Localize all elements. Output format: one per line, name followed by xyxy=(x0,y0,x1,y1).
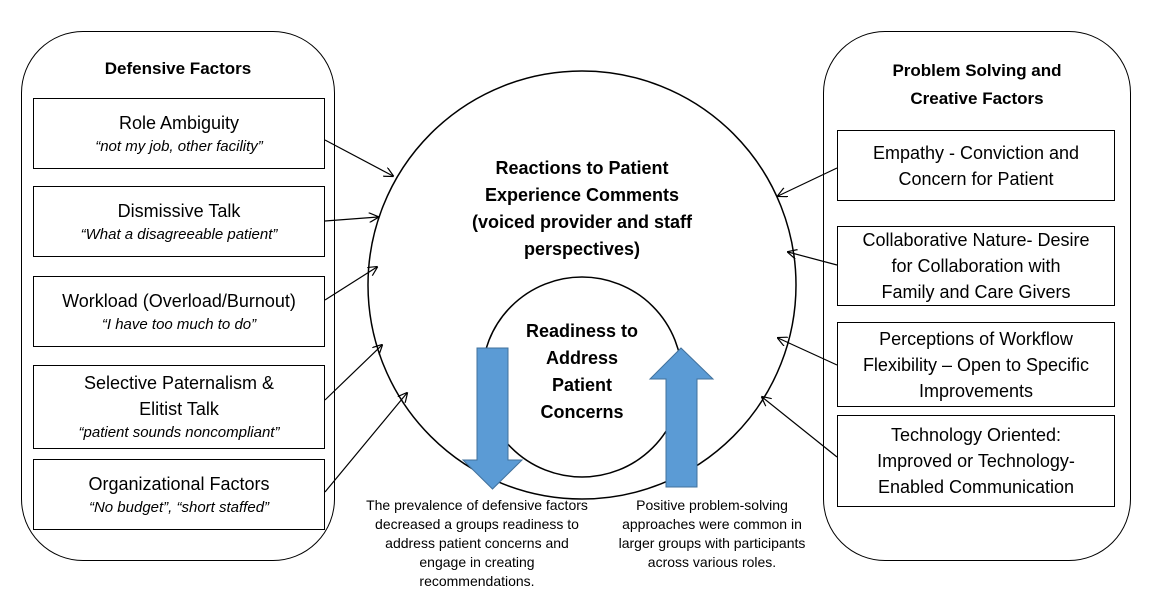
inner-circle-line1: Readiness to xyxy=(525,321,639,341)
connector-collaborative xyxy=(788,252,838,266)
workflow-line3: Improvements xyxy=(918,380,1034,401)
collaborative-line1: Collaborative Nature- Desire xyxy=(862,230,1090,250)
up-arrow-caption: Positive problem-solving approaches were… xyxy=(597,496,827,572)
inner-circle-line4: Concerns xyxy=(540,402,624,422)
outer-circle-label: Reactions to Patient Experience Comments… xyxy=(432,155,732,263)
up-caption-line1: Positive problem-solving xyxy=(636,497,788,513)
collaborative-nature-box: Collaborative Nature- Desire for Collabo… xyxy=(837,226,1115,306)
dismissive-talk-title: Dismissive Talk xyxy=(117,200,241,221)
up-arrow xyxy=(648,347,715,488)
selective-paternalism-box: Selective Paternalism & Elitist Talk “pa… xyxy=(33,365,325,449)
connector-technology xyxy=(762,397,838,458)
selective-paternalism-title: Selective Paternalism & xyxy=(83,373,275,393)
down-caption-line1: The prevalence of defensive factors xyxy=(366,497,588,513)
workload-box: Workload (Overload/Burnout) “I have too … xyxy=(33,276,325,347)
outer-circle xyxy=(367,70,797,500)
defensive-factors-title: Defensive Factors xyxy=(104,59,252,78)
collaborative-line3: Family and Care Givers xyxy=(881,282,1071,302)
role-ambiguity-box: Role Ambiguity “not my job, other facili… xyxy=(33,98,325,169)
technology-line1: Technology Oriented: xyxy=(890,425,1062,445)
empathy-line2: Concern for Patient xyxy=(898,168,1054,189)
connector-workload xyxy=(324,267,377,301)
inner-circle-label: Readiness to Address Patient Concerns xyxy=(502,318,662,426)
connector-empathy xyxy=(778,167,838,196)
technology-line3: Enabled Communication xyxy=(877,477,1075,497)
collaborative-line2: for Collaboration with xyxy=(891,256,1061,276)
inner-circle-line2: Address xyxy=(545,348,619,368)
problem-solving-panel xyxy=(823,31,1131,561)
connector-organizational-factors xyxy=(324,393,407,493)
empathy-line1: Empathy - Conviction and xyxy=(872,142,1080,163)
down-caption-line4: engage in creating xyxy=(419,554,535,570)
outer-circle-line2: Experience Comments xyxy=(484,185,680,205)
down-caption-line5: recommendations. xyxy=(419,573,535,589)
connector-role-ambiguity xyxy=(324,139,393,176)
down-caption-line3: address patient concerns and xyxy=(385,535,569,551)
organizational-factors-title: Organizational Factors xyxy=(88,473,270,494)
inner-circle-line3: Patient xyxy=(551,375,612,395)
outer-circle-line1: Reactions to Patient xyxy=(495,158,669,178)
defensive-factors-panel xyxy=(21,31,335,561)
outer-circle-line3: (voiced provider and staff xyxy=(471,212,693,232)
problem-solving-title-line2: Creative Factors xyxy=(910,89,1044,108)
problem-solving-title: Problem Solving and Creative Factors xyxy=(823,57,1131,113)
connector-dismissive-talk xyxy=(324,217,378,221)
selective-paternalism-quote: “patient sounds noncompliant” xyxy=(78,424,280,441)
technology-oriented-box: Technology Oriented: Improved or Technol… xyxy=(837,415,1115,507)
up-caption-line2: approaches were common in xyxy=(622,516,802,532)
up-caption-line3: larger groups with participants xyxy=(618,535,806,551)
workload-title: Workload (Overload/Burnout) xyxy=(62,290,296,311)
technology-line2: Improved or Technology- xyxy=(877,451,1075,471)
role-ambiguity-title: Role Ambiguity xyxy=(118,112,240,133)
workload-quote: “I have too much to do” xyxy=(101,315,257,333)
workflow-line1: Perceptions of Workflow xyxy=(879,328,1073,349)
problem-solving-title-line1: Problem Solving and xyxy=(892,61,1062,80)
organizational-factors-box: Organizational Factors “No budget”, “sho… xyxy=(33,459,325,530)
workflow-line2: Flexibility – Open to Specific xyxy=(862,354,1090,375)
dismissive-talk-box: Dismissive Talk “What a disagreeable pat… xyxy=(33,186,325,257)
outer-circle-line4: perspectives) xyxy=(523,239,641,259)
down-caption-line2: decreased a groups readiness to xyxy=(375,516,579,532)
up-caption-line4: across various roles. xyxy=(647,554,777,570)
workflow-flexibility-box: Perceptions of Workflow Flexibility – Op… xyxy=(837,322,1115,407)
down-arrow xyxy=(461,347,524,490)
role-ambiguity-quote: “not my job, other facility” xyxy=(95,137,263,155)
down-arrow-caption: The prevalence of defensive factors decr… xyxy=(342,496,612,591)
selective-paternalism-title-line2: Elitist Talk xyxy=(139,399,219,419)
empathy-box: Empathy - Conviction and Concern for Pat… xyxy=(837,130,1115,201)
connector-workflow xyxy=(778,338,838,366)
dismissive-talk-quote: “What a disagreeable patient” xyxy=(80,225,278,243)
organizational-factors-quote: “No budget”, “short staffed” xyxy=(88,498,270,516)
